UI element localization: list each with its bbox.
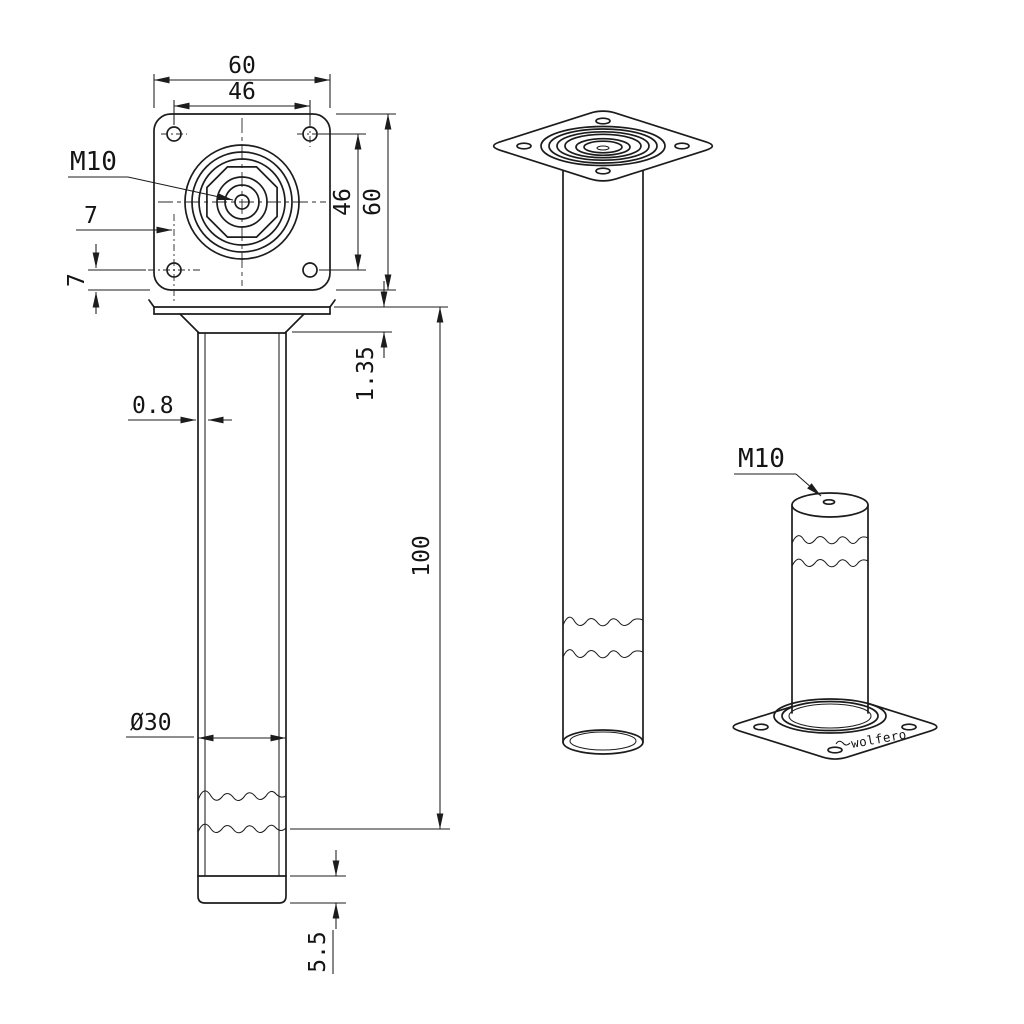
front-view: 1.35 0.8 Ø30 100 5.5: [126, 281, 450, 974]
dim-hole-offset-v-label: 7: [64, 273, 90, 287]
tube-body: [197, 331, 287, 877]
thread-label: M10: [738, 444, 785, 474]
dim-plate-height-label: 60: [360, 188, 386, 216]
iso-hub-rings: [773, 698, 887, 734]
iso-top-view: [492, 110, 714, 755]
thread-callout: M10: [734, 444, 822, 497]
dim-plate-width-top: 60: [153, 53, 331, 108]
dim-hole-offset-h-label: 7: [84, 203, 98, 229]
dim-foot-height-label: 5.5: [305, 931, 331, 973]
mounting-hole: [827, 746, 843, 754]
iso-tube: [562, 159, 644, 755]
mounting-hole: [595, 117, 611, 125]
mounting-hole: [595, 167, 611, 175]
thread-callout: M10: [68, 147, 234, 201]
plate-section: [148, 299, 336, 334]
mounting-hole: [674, 142, 690, 150]
iso-mounting-holes: [516, 117, 690, 175]
dim-wall-thickness: 0.8: [128, 393, 232, 424]
dim-plate-thickness-label: 1.35: [353, 346, 379, 401]
foot-insert: [197, 875, 287, 904]
thread-hole: [596, 145, 610, 151]
break-line: [562, 649, 644, 659]
dim-plate-height-side: 60: [336, 113, 396, 291]
tube-end-face: [562, 729, 644, 755]
thread-label: M10: [70, 147, 117, 177]
hole-centerlines: [148, 121, 323, 302]
break-line: [562, 616, 644, 627]
dim-hole-spacing-top: 46: [173, 79, 311, 125]
thread-hole: [822, 498, 836, 506]
plate-centerlines: [158, 118, 326, 286]
plate-outline: [153, 113, 331, 291]
center-recess-rings: [184, 144, 300, 260]
dim-hole-spacing-side-label: 46: [330, 188, 356, 216]
dim-plate-width-label: 60: [228, 53, 256, 79]
dim-plate-thickness: 1.35: [292, 281, 392, 402]
break-line: [197, 823, 287, 834]
tube-fill: [792, 493, 868, 724]
iso-bottom-view: wolfero M10: [732, 444, 938, 760]
dim-hole-offset-horizontal: 7: [76, 203, 172, 234]
mounting-hole: [302, 262, 318, 278]
iso-tube: [791, 492, 869, 714]
mounting-hole: [753, 723, 769, 731]
mounting-holes: [148, 121, 323, 302]
break-line: [791, 558, 869, 568]
break-line: [791, 535, 869, 545]
dim-hole-offset-vertical: 7: [64, 244, 150, 314]
thread-hole: [234, 194, 250, 210]
top-view: 60 46 46 60 M10 7: [64, 53, 396, 314]
dim-wall-thickness-label: 0.8: [132, 393, 174, 419]
mounting-hole: [901, 723, 917, 731]
break-line: [197, 790, 287, 802]
dim-tube-diameter: Ø30: [126, 710, 286, 742]
iso-recess-rings: [540, 125, 666, 167]
dim-leg-length-label: 100: [409, 535, 435, 577]
dim-tube-diameter-label: Ø30: [130, 710, 172, 736]
dim-hole-spacing-side: 46: [319, 133, 366, 271]
mounting-hole: [516, 142, 532, 150]
recess-octagon: [206, 166, 278, 238]
iso-mounting-holes: [753, 723, 917, 754]
dim-foot-height: 5.5: [290, 850, 346, 974]
dim-leg-length: 100: [290, 306, 450, 830]
dim-hole-spacing-top-label: 46: [228, 79, 256, 105]
brand-squiggle: [835, 740, 851, 746]
